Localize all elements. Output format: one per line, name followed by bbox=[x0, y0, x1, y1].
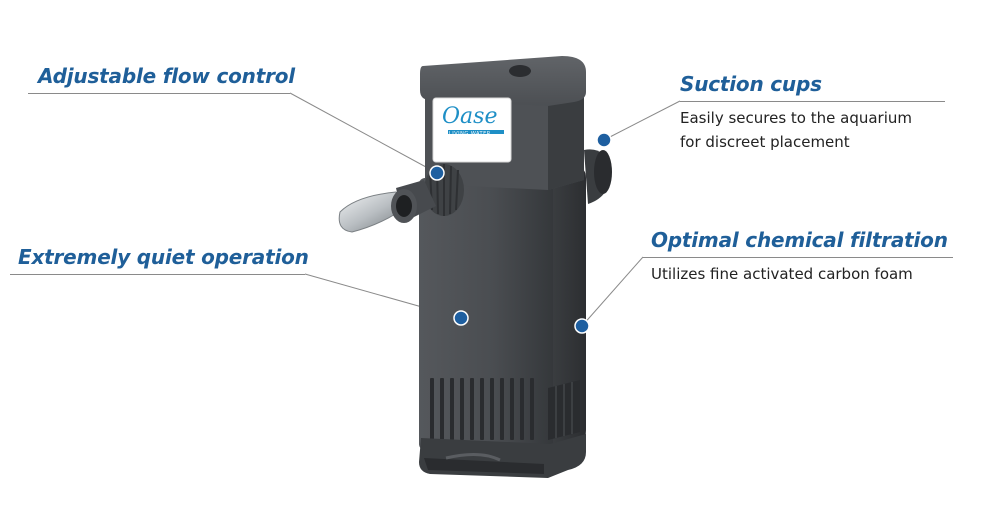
feature-markers bbox=[429, 132, 612, 334]
feature-title-suction-cups: Suction cups bbox=[680, 72, 822, 96]
brand-logo: Oase LIVING WATER bbox=[440, 104, 512, 156]
pump-top-hole bbox=[509, 65, 531, 77]
feature-title-quiet-operation: Extremely quiet operation bbox=[18, 245, 309, 269]
brand-logo-text: Oase bbox=[442, 104, 498, 129]
intake-vents bbox=[430, 378, 534, 440]
leader-line-suction-cups bbox=[603, 100, 681, 141]
feature-title-flow-control: Adjustable flow control bbox=[38, 64, 295, 88]
feature-title-chemical-filtration: Optimal chemical filtration bbox=[651, 228, 948, 252]
marker-quiet-operation bbox=[453, 310, 469, 326]
marker-suction-cups bbox=[596, 132, 612, 148]
leader-line-flow-control bbox=[289, 92, 438, 174]
feature-description-suction-cups-line1: Easily secures to the aquarium bbox=[680, 109, 912, 127]
title-underline-quiet-operation bbox=[10, 274, 305, 275]
marker-chemical-filtration bbox=[574, 318, 590, 334]
feature-description-suction-cups-line2: for discreet placement bbox=[680, 133, 850, 151]
marker-flow-control bbox=[429, 165, 445, 181]
brand-tagline: LIVING WATER bbox=[449, 131, 491, 137]
title-underline-flow-control bbox=[28, 93, 290, 94]
title-underline-chemical-filtration bbox=[643, 257, 953, 258]
feature-description-chemical-filtration: Utilizes fine activated carbon foam bbox=[651, 265, 913, 283]
title-underline-suction-cups bbox=[680, 101, 945, 102]
pump-top-cap bbox=[420, 56, 586, 106]
leader-line-chemical-filtration bbox=[581, 256, 644, 327]
